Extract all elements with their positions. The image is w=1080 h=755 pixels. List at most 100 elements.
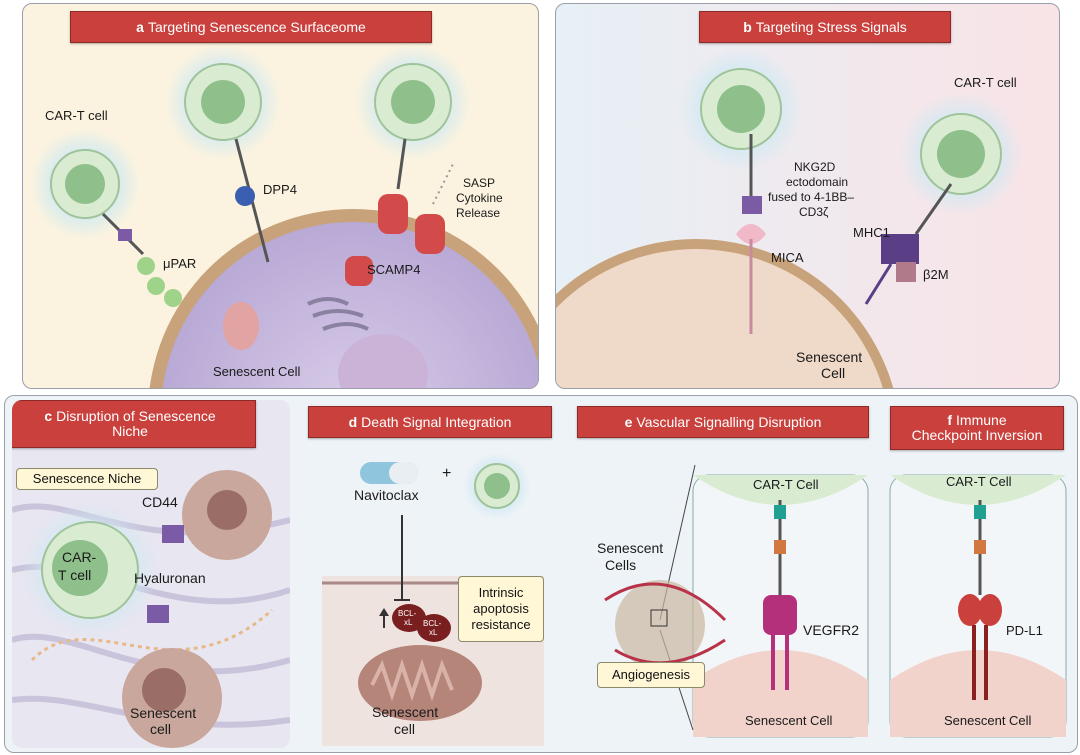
panel-c-illustration: CD44 CAR- T cell Hyaluronan Senescent ce… — [12, 470, 290, 748]
mica-label: MICA — [771, 250, 804, 265]
nkg2d-label-2: ectodomain — [786, 175, 848, 189]
car-receptor-left — [118, 229, 132, 241]
nkg2d-label-3: fused to 4-1BB– — [768, 190, 854, 204]
navitoclax-label: Navitoclax — [354, 487, 419, 503]
senescent-label-1: Senescent — [372, 704, 438, 720]
senescence-niche-label: Senescence Niche — [16, 468, 158, 490]
senescent-cell-bottom — [693, 650, 868, 737]
cart-cell-left — [679, 47, 803, 171]
bclxl-label-1: BCL- — [398, 609, 417, 618]
car-domain-1 — [974, 505, 986, 519]
senescent-cells-label-2: Cells — [605, 557, 636, 573]
zoom-square — [650, 609, 668, 627]
pdl1-protein-1 — [958, 594, 982, 626]
senescent-cell-cluster — [615, 580, 705, 670]
upar-d3 — [164, 289, 182, 307]
b2m-label: β2M — [923, 267, 949, 282]
senescent-label-2: cell — [394, 721, 415, 737]
senescent-cell-label: Senescent Cell — [944, 713, 1032, 728]
cart-cell-left — [30, 129, 140, 239]
senescent-cell-label: Senescent Cell — [213, 364, 301, 379]
mhc1-label: MHC1 — [853, 225, 890, 240]
nkg2d-receptor — [742, 196, 762, 214]
pdl1-protein-2 — [978, 594, 1002, 626]
cd44-receptor — [162, 525, 184, 543]
bclxl-protein-2 — [417, 614, 451, 642]
senescent-cytoplasm — [162, 222, 538, 388]
scamp4-protein-top — [378, 194, 408, 234]
cart-cell-right — [355, 44, 471, 160]
mhc1-stalk — [864, 263, 893, 305]
panel-b: CAR-T cell NKG2D ectodomain fused to 4-1… — [555, 3, 1060, 389]
cart-cell-membrane-top — [890, 475, 1066, 505]
nkg2d-label-4: CD3ζ — [799, 205, 829, 219]
sasp-protein — [415, 214, 445, 254]
bclxl-label-2b: xL — [429, 628, 438, 637]
cd44-receptor-lower — [147, 605, 169, 623]
senescent-cytoplasm — [556, 249, 883, 388]
vegfr2-label: VEGFR2 — [803, 622, 859, 638]
upar-d1 — [137, 257, 155, 275]
scamp4-protein — [345, 256, 373, 286]
panel-d: Navitoclax + BCL- xL BCL- xL Senescent c… — [302, 400, 564, 748]
er-stack — [307, 297, 369, 331]
scamp4-label: SCAMP4 — [367, 262, 420, 277]
cart-label: CAR-T Cell — [753, 477, 819, 492]
sasp-label-1: SASP — [463, 176, 495, 190]
b2m-protein — [896, 262, 916, 282]
panel-b-illustration: CAR-T cell NKG2D ectodomain fused to 4-1… — [556, 47, 1023, 388]
senescent-cell-top — [182, 470, 272, 560]
cart-cell-mid — [165, 44, 281, 160]
car-domain-2 — [774, 540, 786, 554]
panel-e-illustration: Senescent Cells CAR-T Cell VEGFR2 Senesc… — [597, 464, 869, 738]
panel-a: CAR-T cell μPAR DPP4 SASP Cytokine Relea… — [22, 3, 539, 389]
senescent-cell-bottom — [890, 650, 1066, 737]
nucleus — [338, 334, 428, 388]
navitoclax-pill-half — [389, 462, 418, 484]
mhc1-protein — [881, 234, 919, 264]
mitochondrion — [358, 645, 482, 721]
car-stalk-right — [396, 138, 407, 190]
senescent-cells-label-1: Senescent — [597, 540, 663, 556]
sasp-release-dots — [432, 163, 454, 205]
pdl1-label: PD-L1 — [1006, 623, 1043, 638]
senescent-label-1: Senescent — [130, 705, 196, 721]
senescent-label-2: Cell — [821, 365, 845, 381]
car-domain-2 — [974, 540, 986, 554]
cart-cell-membrane-top — [693, 475, 868, 505]
intrinsic-apoptosis-box: Intrinsic apoptosis resistance — [458, 576, 544, 642]
cart-label: CAR-T Cell — [946, 474, 1012, 489]
bclxl-label-2: BCL- — [423, 619, 442, 628]
cart-label-1: CAR- — [62, 549, 97, 565]
nkg2d-label-1: NKG2D — [794, 160, 836, 174]
hyaluronan-label: Hyaluronan — [134, 570, 206, 586]
cart-label: CAR-T cell — [954, 75, 1017, 90]
upar-d2 — [147, 277, 165, 295]
cart-cell — [22, 502, 158, 638]
cd44-label: CD44 — [142, 494, 178, 510]
senescent-cell-bottom — [122, 648, 222, 748]
sasp-label-3: Release — [456, 206, 500, 220]
vegfr2-receptor — [763, 595, 797, 635]
cart-label-2: T cell — [58, 567, 91, 583]
panel-e: Senescent Cells CAR-T Cell VEGFR2 Senesc… — [575, 400, 880, 748]
plus-sign: + — [442, 465, 451, 482]
dpp4-protein — [235, 186, 255, 206]
car-stalk-right — [914, 183, 953, 235]
hyaluronan-strand — [30, 608, 274, 662]
senescent-cell-label: Senescent Cell — [745, 713, 833, 728]
increase-arrowhead — [379, 608, 389, 616]
cart-cell-small — [463, 452, 531, 520]
upar-label: μPAR — [163, 256, 196, 271]
bclxl-label-1b: xL — [404, 618, 413, 627]
mitochondrion — [223, 302, 259, 350]
cart-label: CAR-T cell — [45, 108, 108, 123]
sasp-label-2: Cytokine — [456, 191, 503, 205]
mitochondrion-cristae — [370, 658, 454, 702]
mica-ligand — [736, 224, 766, 244]
